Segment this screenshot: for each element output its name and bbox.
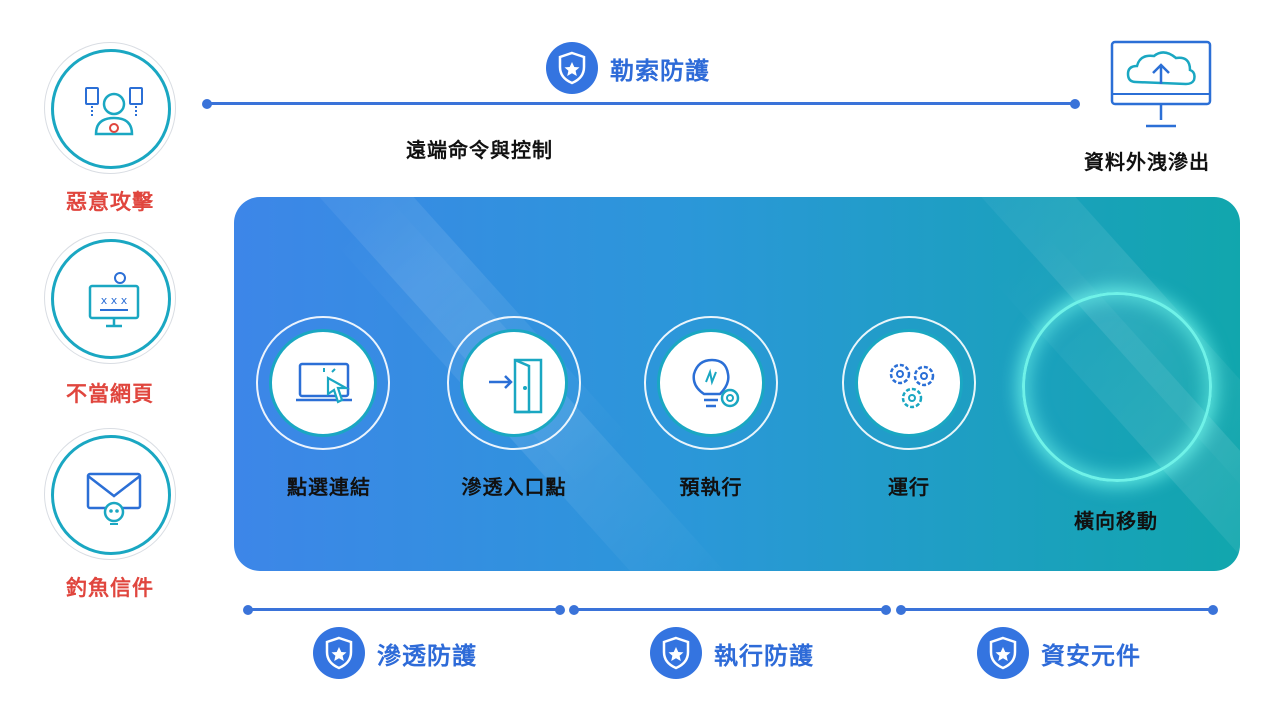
shield-icon — [546, 42, 598, 94]
line-endpoint — [555, 605, 565, 615]
security-component-line — [900, 608, 1212, 611]
threat-label-malicious-attack: 惡意攻擊 — [66, 190, 154, 214]
lightbulb-gear-icon — [692, 358, 740, 408]
laptop-click-icon — [296, 362, 352, 404]
step-label-pre-execution: 預執行 — [679, 475, 743, 499]
lateral-movement-label: 橫向移動 — [1074, 509, 1158, 533]
door-entry-icon — [489, 358, 543, 414]
ransomware-protection-line — [206, 102, 1076, 105]
penetration-protection-line — [247, 608, 559, 611]
shield-icon — [977, 627, 1029, 679]
hacker-icon — [85, 87, 143, 136]
cloud-upload-monitor-icon — [1110, 36, 1214, 136]
step-label-click-link: 點選連結 — [287, 475, 371, 499]
protection-execution: 執行防護 — [650, 627, 814, 679]
step-label-entry-point: 滲透入口點 — [461, 475, 567, 499]
protection-label-ransomware: 勒索防護 — [610, 56, 710, 85]
remote-command-control-label: 遠端命令與控制 — [406, 138, 553, 162]
step-pre-execution — [644, 316, 778, 450]
data-exfiltration-label: 資料外洩滲出 — [1084, 150, 1210, 174]
threat-circle-bad-webpage: x x x — [44, 232, 176, 364]
step-run — [842, 316, 976, 450]
threat-circle-malicious-attack — [44, 42, 176, 174]
protection-ransomware: 勒索防護 — [546, 42, 710, 94]
protection-label-execution: 執行防護 — [714, 641, 814, 670]
shield-icon — [650, 627, 702, 679]
execution-protection-line — [573, 608, 885, 611]
phishing-mail-icon — [86, 472, 142, 525]
step-click-link — [256, 316, 390, 450]
threat-label-phishing-mail: 釣魚信件 — [66, 576, 154, 600]
gears-icon — [889, 363, 935, 409]
line-endpoint — [1070, 99, 1080, 109]
threat-circle-phishing-mail — [44, 428, 176, 560]
protection-label-security-component: 資安元件 — [1041, 641, 1141, 670]
threat-label-bad-webpage: 不當網頁 — [66, 382, 154, 406]
lateral-movement-glow-ring — [1022, 292, 1212, 482]
protection-security-component: 資安元件 — [977, 627, 1141, 679]
step-entry-point — [447, 316, 581, 450]
line-endpoint — [881, 605, 891, 615]
infected-monitor-icon: x x x — [88, 272, 140, 328]
line-endpoint — [1208, 605, 1218, 615]
shield-icon — [313, 627, 365, 679]
protection-penetration: 滲透防護 — [313, 627, 477, 679]
protection-label-penetration: 滲透防護 — [377, 641, 477, 670]
svg-text:x x x: x x x — [101, 294, 128, 307]
step-label-run: 運行 — [888, 475, 930, 499]
